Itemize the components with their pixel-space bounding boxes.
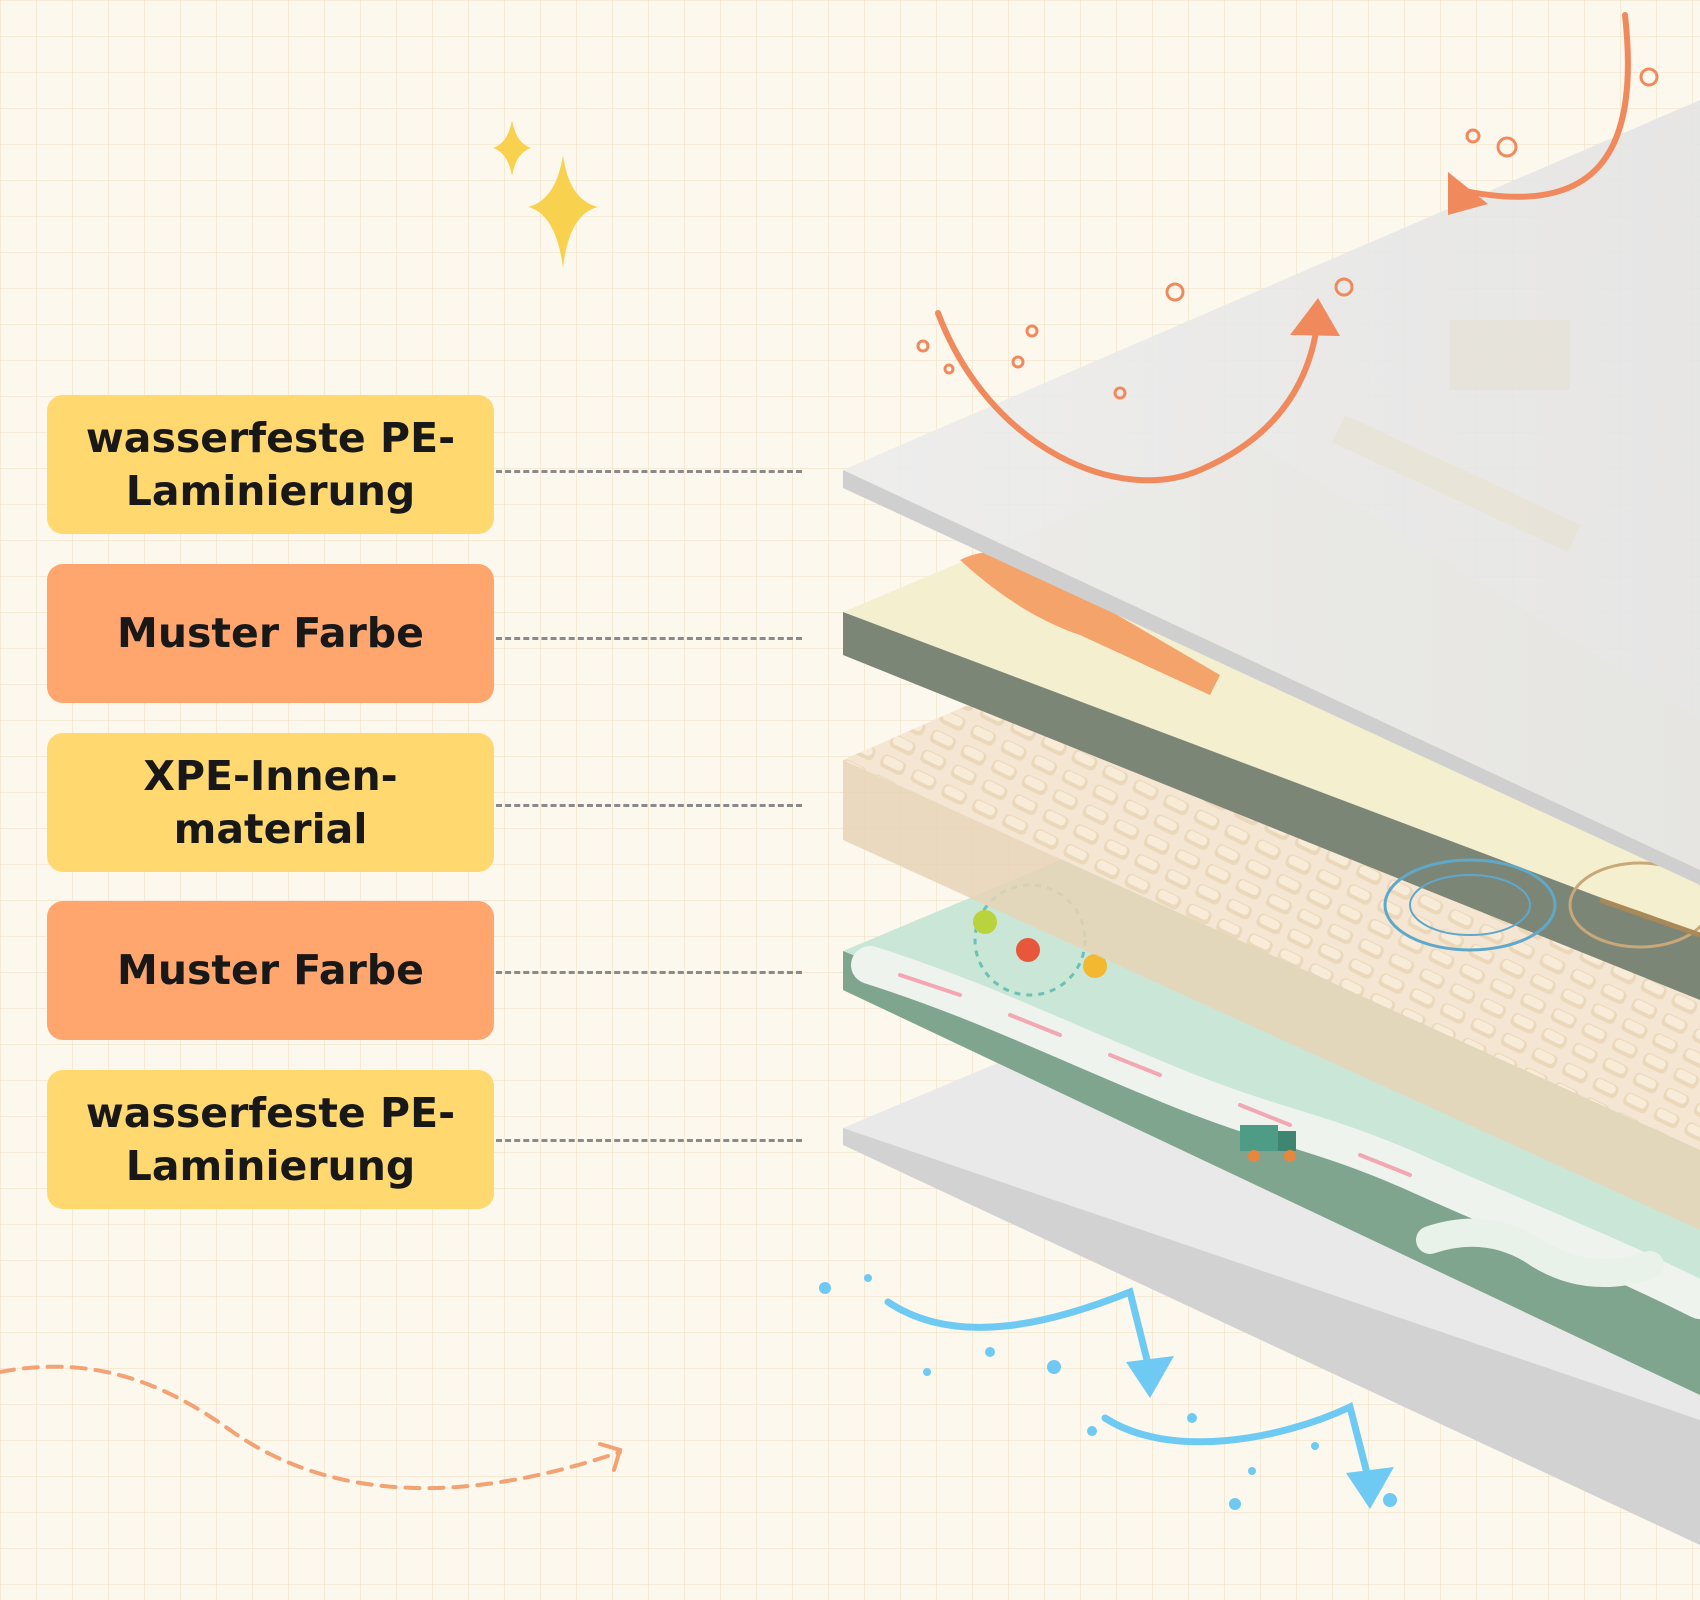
layer-label-3: XPE-Innen- material [47, 733, 494, 872]
connector-line-1 [496, 470, 802, 473]
layer-label-5: wasserfeste PE- Laminierung [47, 1070, 494, 1209]
truck-icon [1240, 1125, 1296, 1162]
layer-label-1-text: wasserfeste PE- Laminierung [85, 413, 456, 515]
connector-line-3 [496, 804, 802, 807]
connector-line-2 [496, 637, 802, 640]
water-drain-arrow-icon [884, 1287, 1374, 1489]
layer-label-2: Muster Farbe [47, 564, 494, 703]
layer-label-5-text: wasserfeste PE- Laminierung [85, 1088, 456, 1190]
xpe-foam-layer [843, 625, 1700, 1230]
layer-label-1: wasserfeste PE- Laminierung [47, 395, 494, 534]
layer-label-3-text: XPE-Innen- material [143, 751, 398, 853]
layer-label-2-text: Muster Farbe [117, 609, 424, 657]
sparkle-icon [493, 120, 598, 268]
layer-label-4-text: Muster Farbe [117, 946, 424, 994]
connector-line-4 [496, 971, 802, 974]
connector-line-5 [496, 1139, 802, 1142]
dashed-curve-arrow-icon [0, 1364, 622, 1491]
top-pe-film-layer [843, 100, 1700, 885]
air-flow-arrow-icon [935, 12, 1631, 484]
layer-label-4: Muster Farbe [47, 901, 494, 1040]
ferris-wheel-icon [973, 883, 1107, 997]
